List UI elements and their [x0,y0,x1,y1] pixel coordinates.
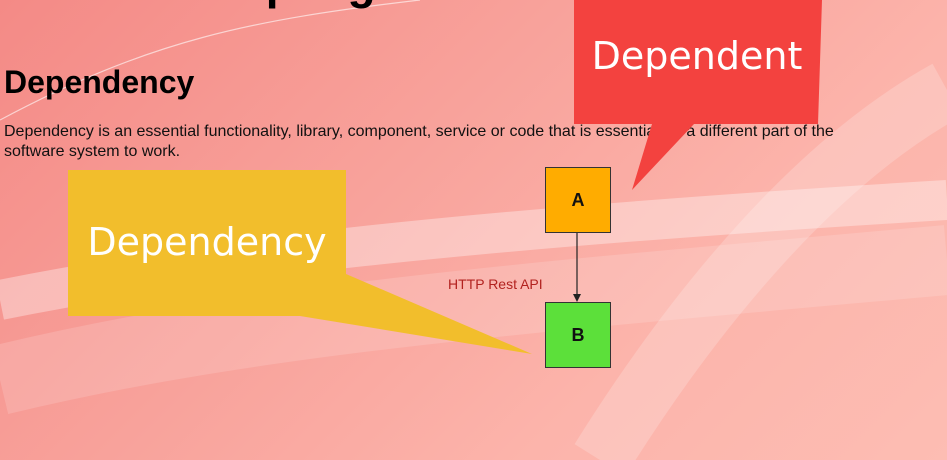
node-a: A [545,167,611,233]
dependency-callout-bubble [68,170,532,354]
a-to-b-arrowhead [573,294,581,302]
slide-top-title: What is Coupling [0,0,376,10]
slide-heading: Dependency [4,64,195,100]
node-b-label: B [571,324,585,345]
dependent-callout-bubble [574,0,822,190]
node-a-label: A [571,189,585,210]
slide-description: Dependency is an essential functionality… [4,123,834,160]
dependent-callout-label: Dependent [591,34,803,78]
edge-label-http-rest-api: HTTP Rest API [448,276,543,292]
node-b: B [545,302,611,368]
dependency-callout-label: Dependency [87,220,327,264]
